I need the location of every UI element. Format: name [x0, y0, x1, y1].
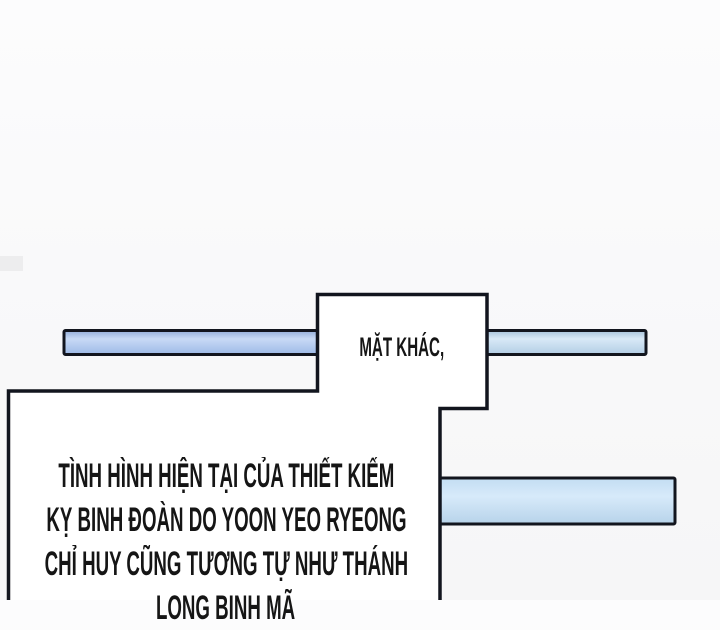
speech-bubble-outline — [6, 292, 489, 600]
speech-text-line: KỴ BINH ĐOÀN DO YOON YEO RYEONG — [45, 501, 407, 540]
decor-bar-top-right — [484, 329, 648, 356]
speech-text-line: CHỈ HUY CŨNG TƯƠNG TỰ NHƯ THÁNH — [44, 544, 408, 583]
speech-text-line: TÌNH HÌNH HIỆN TẠI CỦA THIẾT KIẾM — [58, 457, 394, 496]
main-speech-bubble: TÌNH HÌNH HIỆN TẠI CỦA THIẾT KIẾM KỴ BIN… — [14, 455, 438, 630]
aside-speech-bubble: MẶT KHÁC, — [317, 326, 487, 368]
decor-bar-top-left — [62, 329, 324, 356]
speech-text: MẶT KHÁC, — [359, 331, 445, 362]
speech-text-line: LONG BINH MÃ — [156, 588, 296, 627]
panel-artwork — [6, 292, 677, 600]
background-smudge — [0, 256, 23, 271]
ink-layer — [6, 292, 677, 600]
